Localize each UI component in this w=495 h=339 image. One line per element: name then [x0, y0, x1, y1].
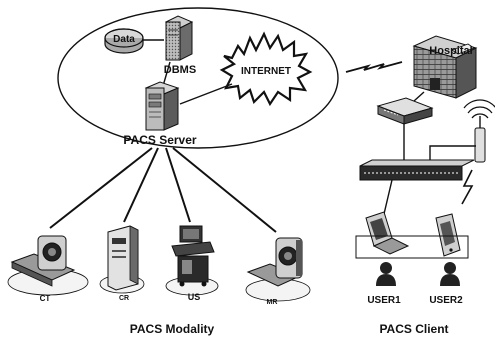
modality-links	[49, 147, 277, 233]
cr-label: CR	[119, 295, 129, 302]
mr-label: MR	[267, 299, 278, 306]
pacs-client-label: PACS Client	[379, 322, 448, 336]
wireless-tablet-link-icon	[461, 169, 474, 205]
cr-unit-icon	[99, 225, 145, 294]
cr-link	[123, 147, 159, 223]
hospital-building-icon	[412, 35, 478, 99]
mr-link	[172, 147, 277, 233]
tablet-icon	[435, 213, 461, 257]
ct-link	[49, 147, 153, 229]
router-icon	[376, 97, 434, 125]
wireless-link-icon	[345, 61, 403, 73]
hospital-label: Hospital	[429, 45, 472, 57]
client-area-outline	[355, 235, 469, 259]
pacs-modality-label: PACS Modality	[130, 322, 215, 336]
us-label: US	[188, 292, 201, 302]
network-switch-icon	[359, 159, 475, 181]
ct-label: CT	[40, 294, 51, 303]
core-network-ellipse	[57, 7, 339, 149]
laptop-icon	[365, 211, 410, 255]
switch-laptop-link	[383, 179, 393, 215]
pacs-server-icon	[144, 81, 180, 131]
data-store-icon	[104, 28, 144, 54]
user2-label: USER2	[429, 295, 463, 306]
internet-label: INTERNET	[241, 66, 291, 77]
us-machine-icon	[165, 225, 219, 296]
ap-switch-link	[429, 145, 476, 160]
data-label: Data	[113, 34, 135, 45]
us-link	[165, 147, 191, 223]
ct-scanner-icon	[7, 235, 89, 296]
dbms-label: DBMS	[164, 64, 196, 76]
mr-scanner-icon	[245, 237, 311, 302]
access-point-icon	[463, 99, 495, 163]
user1-avatar-icon	[376, 262, 396, 286]
user2-avatar-icon	[440, 262, 460, 286]
pacs-server-label: PACS Server	[123, 133, 196, 147]
dbms-server-icon	[164, 15, 194, 61]
server-internet-link	[179, 83, 233, 105]
dbms-server-link	[162, 61, 171, 87]
internet-cloud-icon	[219, 31, 313, 107]
user1-label: USER1	[367, 295, 401, 306]
